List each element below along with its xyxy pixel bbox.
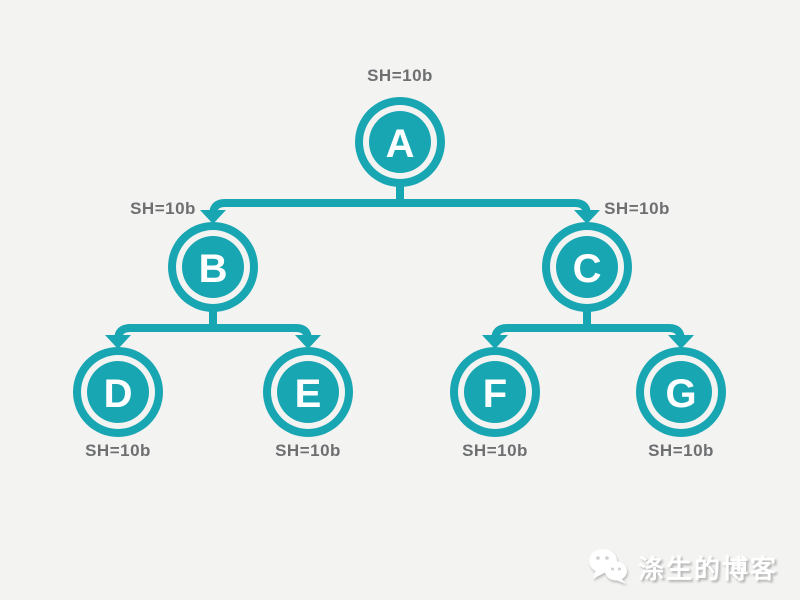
node-E: E SH=10b: [263, 347, 353, 460]
arrowhead-B-E: [295, 335, 321, 349]
arrowhead-B-D: [105, 335, 131, 349]
edge-rail-B: [114, 324, 312, 341]
sh-label-B: SH=10b: [130, 199, 196, 218]
node-F-disc: [464, 361, 526, 423]
edge-rail-A: [209, 199, 591, 216]
node-E-disc: [277, 361, 339, 423]
node-C-letter: C: [573, 247, 602, 291]
sh-label-G: SH=10b: [648, 441, 714, 460]
watermark-text: 涤生的博客: [637, 553, 778, 584]
node-D-letter: D: [104, 372, 133, 416]
node-B-letter: B: [199, 247, 228, 291]
edge-rail-C: [491, 324, 685, 341]
node-A-disc: [369, 111, 431, 173]
sh-label-E: SH=10b: [275, 441, 341, 460]
wechat-icon: [588, 549, 627, 584]
sh-label-C: SH=10b: [604, 199, 670, 218]
node-E-letter: E: [295, 372, 322, 416]
arrowhead-A-C: [574, 210, 600, 224]
node-G-disc: [650, 361, 712, 423]
arrowhead-A-B: [200, 210, 226, 224]
node-C-disc: [556, 236, 618, 298]
sh-label-D: SH=10b: [85, 441, 151, 460]
node-G-letter: G: [665, 372, 696, 416]
node-F-letter: F: [483, 372, 507, 416]
arrowhead-C-G: [668, 335, 694, 349]
node-D-disc: [87, 361, 149, 423]
node-C: C SH=10b: [542, 199, 670, 312]
node-A: A SH=10b: [355, 66, 445, 187]
node-G: G SH=10b: [636, 347, 726, 460]
node-B-disc: [182, 236, 244, 298]
sh-label-A: SH=10b: [367, 66, 433, 85]
watermark: 涤生的博客: [587, 548, 778, 586]
node-B: B SH=10b: [130, 199, 258, 312]
node-A-letter: A: [386, 122, 415, 166]
node-D: D SH=10b: [73, 347, 163, 460]
arrowhead-C-F: [482, 335, 508, 349]
node-F: F SH=10b: [450, 347, 540, 460]
sh-label-F: SH=10b: [462, 441, 528, 460]
